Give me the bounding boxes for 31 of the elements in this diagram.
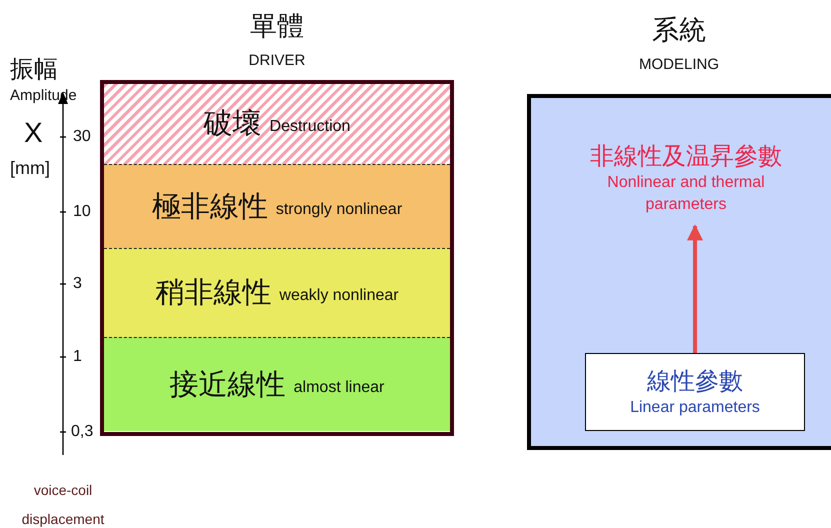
tick-label: 10 xyxy=(73,203,91,221)
zone-title: 接近線性 xyxy=(170,366,286,402)
axis-title: 振幅 xyxy=(10,54,58,85)
group-subheading: MODELING xyxy=(638,56,720,73)
axis-symbol: X xyxy=(24,117,43,149)
zone-caption: almost linear xyxy=(294,378,384,396)
zone-band xyxy=(104,337,450,431)
parameter-title: 線性參數 xyxy=(647,366,743,397)
parameter-box xyxy=(585,353,805,431)
zone-title: 破壞 xyxy=(204,105,262,142)
group-heading: 單體 xyxy=(249,10,305,44)
arrow xyxy=(687,224,703,353)
parameter-caption: Linear parameters xyxy=(630,398,760,418)
group-subheading: DRIVER xyxy=(248,52,306,69)
zone-caption: weakly nonlinear xyxy=(279,287,399,305)
parameter-title: 非線性及温昇參數 xyxy=(590,141,782,172)
zone-caption: strongly nonlinear xyxy=(276,200,402,218)
zone-caption: Destruction xyxy=(270,118,350,136)
zone-band xyxy=(104,164,450,248)
zone-band xyxy=(104,248,450,337)
zone-band xyxy=(104,84,450,164)
zone-title: 極非線性 xyxy=(152,188,268,224)
tick-label: 30 xyxy=(73,128,91,146)
tick-label: 3 xyxy=(73,275,82,293)
axis-note: voice-coil displacement xyxy=(20,481,106,528)
axis-unit: [mm] xyxy=(10,158,50,179)
parameter-caption: Nonlinear and thermal parameters xyxy=(606,173,766,215)
tick-label: 1 xyxy=(73,348,82,366)
group-heading: 系統 xyxy=(651,14,707,48)
tick-label: 0,3 xyxy=(71,423,94,441)
zone-title: 稍非線性 xyxy=(155,274,272,311)
